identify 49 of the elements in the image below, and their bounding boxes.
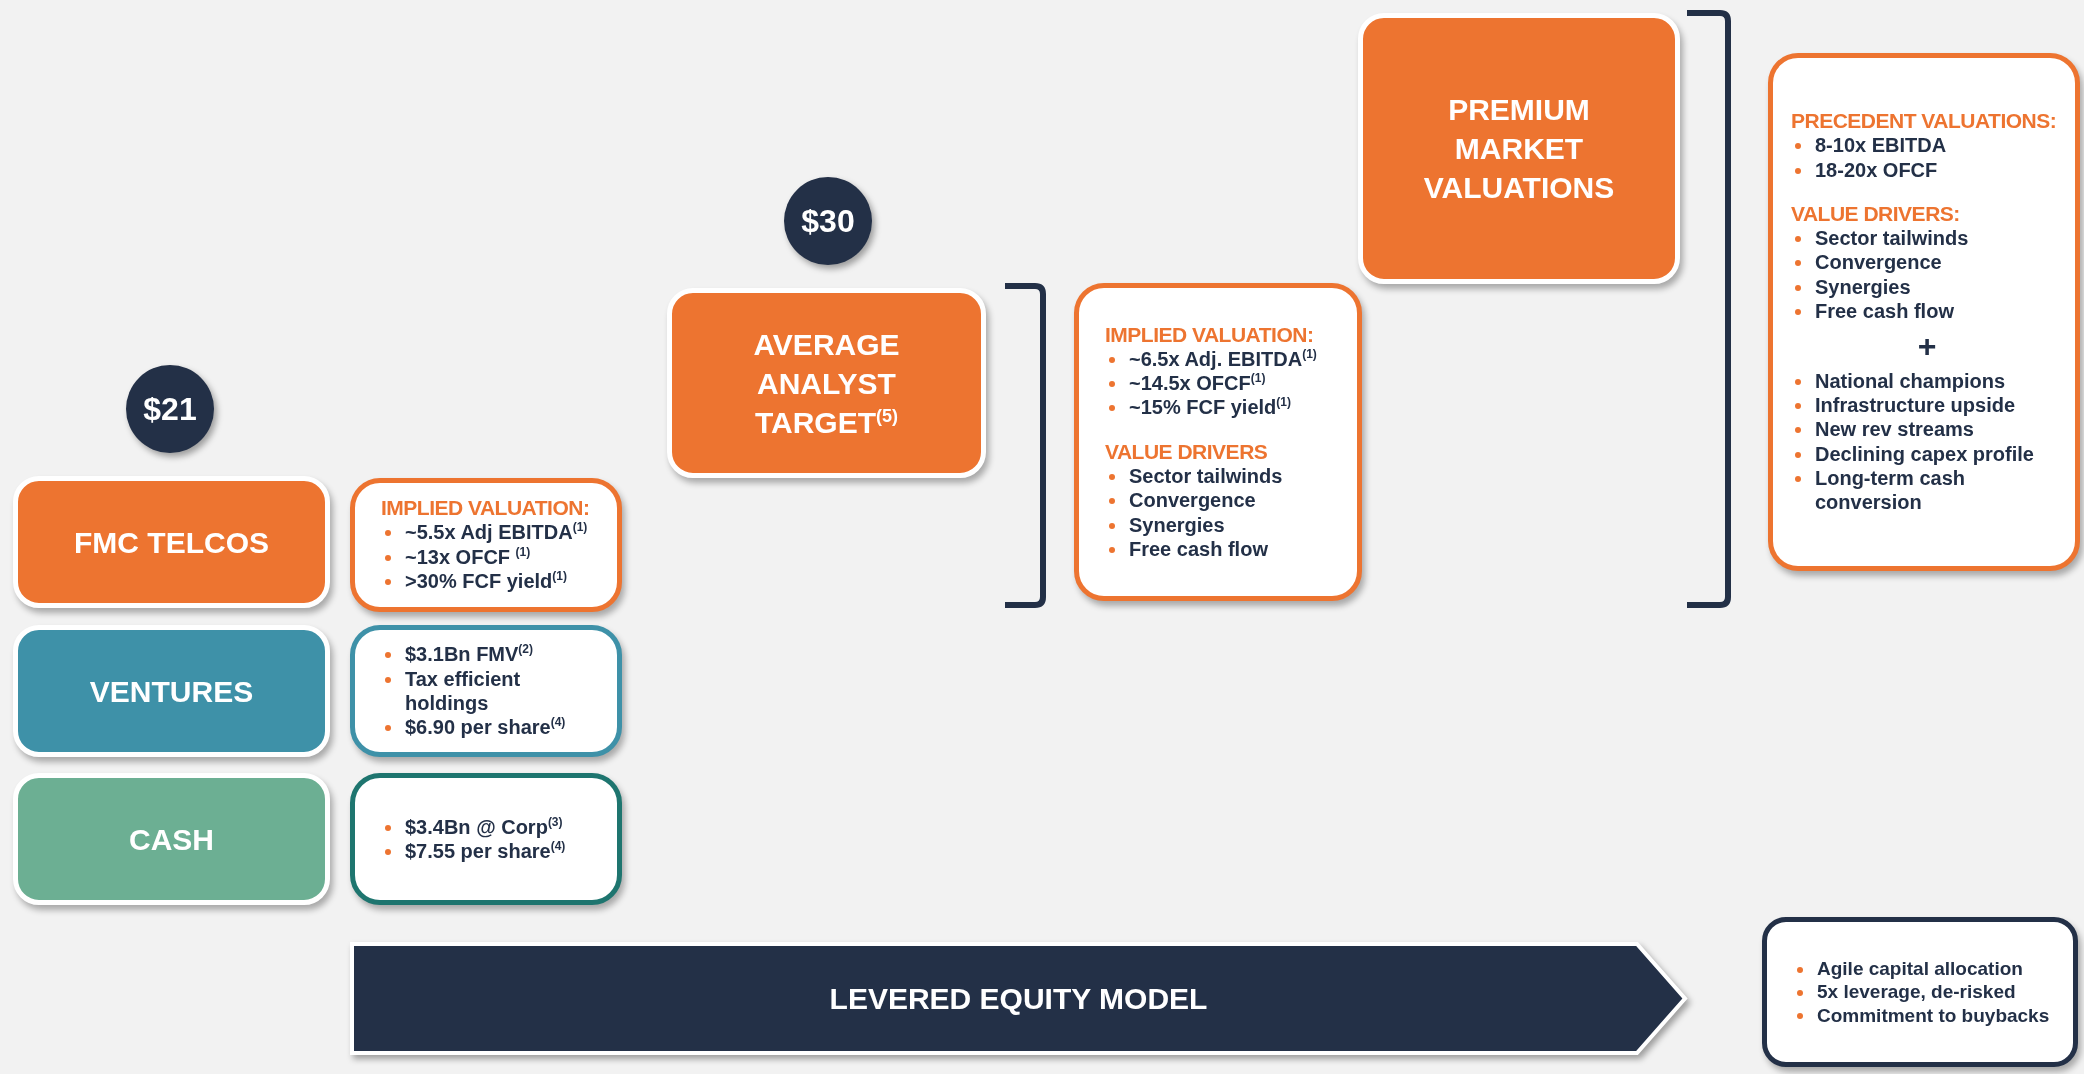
bullet-item: ~15% FCF yield$^{(1)}$ <box>1105 395 1291 420</box>
bullet-item: ~5.5x Adj EBITDA$^{(1)}$ <box>381 520 588 545</box>
bullet-item: Synergies <box>1105 512 1225 537</box>
bullet-item: Convergence <box>1105 488 1256 513</box>
bullet-item: Commitment to buybacks <box>1793 1003 2050 1027</box>
info-card <box>1768 53 2080 571</box>
bullet-item: Agile capital allocation <box>1793 957 2023 981</box>
bullet-item: $7.55 per share$^{(4)}$ <box>381 839 566 864</box>
bullet-item: Long-term cash conversion <box>1791 466 2063 515</box>
section-heading: PRECEDENT VALUATIONS: <box>1791 109 2058 134</box>
section-heading: IMPLIED VALUATION: <box>381 496 591 521</box>
segment-box: VENTURES <box>13 625 330 757</box>
bullet-item: Sector tailwinds <box>1105 463 1283 489</box>
bullet-item: >30% FCF yield$^{(1)}$ <box>381 569 567 594</box>
bullet-item: 8-10x EBITDA <box>1791 133 1947 158</box>
bullet-item: National champions <box>1791 368 2006 393</box>
target-box: AVERAGE ANALYST TARGET$^{(5)}$ <box>667 288 986 478</box>
bullet-item: 5x leverage, de-risked <box>1793 980 2016 1004</box>
bullet-item: Free cash flow <box>1105 536 1268 562</box>
bullet-item: ~13x OFCF $^{(1)}$ <box>381 544 531 570</box>
chevron-banner: LEVERED EQUITY MODEL <box>352 944 1685 1053</box>
info-card <box>350 773 622 905</box>
bullet-item: Free cash flow <box>1791 299 1954 324</box>
info-card <box>350 625 622 757</box>
bullet-item: $3.4Bn @ Corp$^{(3)}$ <box>381 814 563 839</box>
bullet-item: 18-20x OFCF <box>1791 157 1938 182</box>
info-card <box>1074 283 1362 601</box>
bullet-item: ~6.5x Adj. EBITDA$^{(1)}$ <box>1105 346 1317 371</box>
bullet-item: $6.90 per share$^{(4)}$ <box>381 715 566 740</box>
bullet-item: Sector tailwinds <box>1791 225 1969 251</box>
bullet-item: $3.1Bn FMV$^{(2)}$ <box>381 642 534 667</box>
section-heading: VALUE DRIVERS: <box>1791 201 1961 226</box>
bullet-item: Tax efficient holdings <box>381 666 605 716</box>
bullet-item: ~14.5x OFCF$^{(1)}$ <box>1105 371 1266 396</box>
plus-sign: + <box>1917 327 1937 365</box>
info-card <box>350 478 622 612</box>
bullet-item: Convergence <box>1791 250 1942 275</box>
section-heading: VALUE DRIVERS <box>1105 439 1269 464</box>
valuation-box: PREMIUM MARKET VALUATIONS <box>1358 13 1680 284</box>
segment-box: CASH <box>13 773 330 905</box>
section-heading: IMPLIED VALUATION: <box>1105 322 1315 347</box>
bullet-item: New rev streams <box>1791 417 1974 442</box>
info-card <box>1762 917 2078 1067</box>
bullet-item: Synergies <box>1791 274 1911 300</box>
price-badge: $30 <box>784 177 872 265</box>
price-badge: $21 <box>126 365 214 453</box>
bullet-item: Declining capex profile <box>1791 441 2034 467</box>
segment-box: FMC TELCOS <box>13 476 330 608</box>
bullet-item: Infrastructure upside <box>1791 392 2016 418</box>
